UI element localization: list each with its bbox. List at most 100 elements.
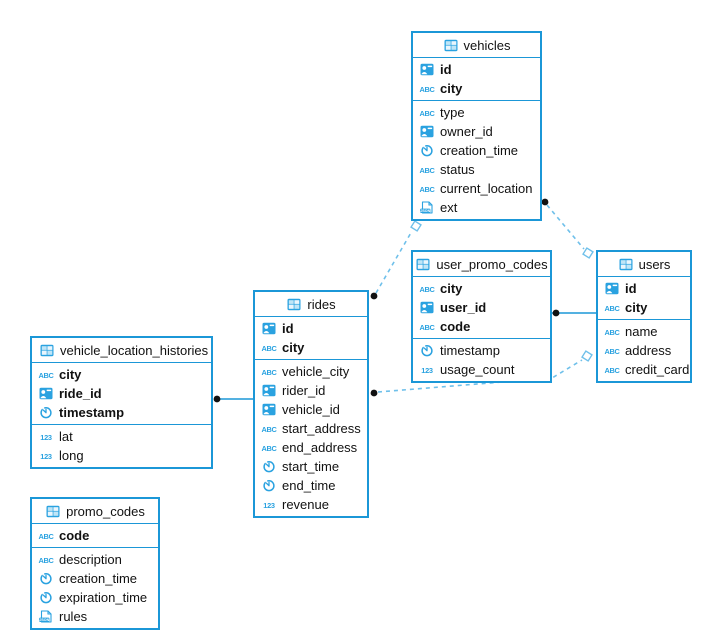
- column-name: id: [625, 281, 637, 296]
- abc-icon: [604, 325, 620, 338]
- clock-icon: [261, 460, 277, 473]
- table-title: user_promo_codes: [436, 256, 548, 272]
- table-icon: [618, 258, 634, 271]
- abc-icon: [419, 282, 435, 295]
- column-row: description: [32, 550, 158, 569]
- column-name: city: [59, 367, 82, 382]
- column-row: long: [32, 446, 211, 465]
- column-name: status: [440, 162, 475, 177]
- table-vehicle-location-histories[interactable]: vehicle_location_histories city ride_id …: [30, 336, 213, 469]
- column-row: city: [413, 279, 550, 298]
- column-row: timestamp: [413, 341, 550, 360]
- column-row: lat: [32, 427, 211, 446]
- column-name: description: [59, 552, 122, 567]
- column-row: id: [255, 319, 367, 338]
- column-name: user_id: [440, 300, 487, 315]
- column-name: id: [440, 62, 452, 77]
- connection-endpoint-dot: [552, 309, 560, 317]
- clock-icon: [419, 144, 435, 157]
- column-name: creation_time: [440, 143, 519, 158]
- column-row: credit_card: [598, 360, 690, 379]
- connection-vehicles-users: [546, 204, 585, 250]
- column-name: revenue: [282, 497, 329, 512]
- number-123-icon: [38, 449, 54, 462]
- table-header[interactable]: vehicles: [413, 33, 540, 58]
- table-icon: [39, 344, 55, 357]
- abc-icon: [419, 182, 435, 195]
- connection-endpoint-dot: [541, 198, 549, 206]
- table-icon: [415, 258, 431, 271]
- column-name: city: [625, 300, 648, 315]
- connection-endpoint-dot: [370, 389, 378, 397]
- column-row: status: [413, 160, 540, 179]
- table-header[interactable]: user_promo_codes: [413, 252, 550, 277]
- table-icon: [286, 298, 302, 311]
- person-id-icon: [419, 125, 435, 138]
- column-name: ext: [440, 200, 458, 215]
- column-row: usage_count: [413, 360, 550, 379]
- table-vehicles[interactable]: vehicles id city type owner_id creation_…: [411, 31, 542, 221]
- column-row: rules: [32, 607, 158, 626]
- abc-icon: [261, 422, 277, 435]
- column-name: lat: [59, 429, 73, 444]
- abc-icon: [261, 441, 277, 454]
- table-header[interactable]: promo_codes: [32, 499, 158, 524]
- table-rides[interactable]: rides id city vehicle_city rider_id vehi…: [253, 290, 369, 518]
- column-name: timestamp: [440, 343, 500, 358]
- column-name: owner_id: [440, 124, 493, 139]
- abc-icon: [604, 363, 620, 376]
- column-row: current_location: [413, 179, 540, 198]
- column-name: city: [440, 81, 463, 96]
- column-row: id: [413, 60, 540, 79]
- primary-key-section: id city: [255, 317, 367, 360]
- column-name: rider_id: [282, 383, 326, 398]
- table-title: rides: [307, 296, 336, 312]
- column-row: code: [32, 526, 158, 545]
- table-promo-codes[interactable]: promo_codes code description creation_ti…: [30, 497, 160, 630]
- column-row: name: [598, 322, 690, 341]
- table-users[interactable]: users id city name address credit_card: [596, 250, 692, 383]
- abc-icon: [604, 301, 620, 314]
- columns-section: name address credit_card: [598, 320, 690, 381]
- column-name: id: [282, 321, 294, 336]
- column-name: address: [625, 343, 672, 358]
- column-name: vehicle_id: [282, 402, 340, 417]
- column-row: rider_id: [255, 381, 367, 400]
- abc-icon: [38, 553, 54, 566]
- table-header[interactable]: rides: [255, 292, 367, 317]
- table-header[interactable]: vehicle_location_histories: [32, 338, 211, 363]
- person-id-icon: [261, 403, 277, 416]
- columns-section: vehicle_city rider_id vehicle_id start_a…: [255, 360, 367, 516]
- connection-endpoint-dot: [370, 292, 378, 300]
- column-name: ride_id: [59, 386, 102, 401]
- primary-key-section: city ride_id timestamp: [32, 363, 211, 425]
- column-row: timestamp: [32, 403, 211, 422]
- table-title: promo_codes: [66, 503, 145, 519]
- person-id-icon: [38, 387, 54, 400]
- table-user-promo-codes[interactable]: user_promo_codes city user_id code times…: [411, 250, 552, 383]
- column-row: owner_id: [413, 122, 540, 141]
- column-name: credit_card: [625, 362, 690, 377]
- abc-icon: [38, 368, 54, 381]
- column-name: type: [440, 105, 465, 120]
- columns-section: type owner_id creation_time status curre…: [413, 101, 540, 219]
- column-row: user_id: [413, 298, 550, 317]
- abc-icon: [419, 320, 435, 333]
- column-name: city: [440, 281, 463, 296]
- abc-icon: [419, 82, 435, 95]
- json-icon: [38, 610, 54, 623]
- column-row: city: [413, 79, 540, 98]
- abc-icon: [38, 529, 54, 542]
- table-header[interactable]: users: [598, 252, 690, 277]
- column-row: expiration_time: [32, 588, 158, 607]
- column-name: city: [282, 340, 305, 355]
- column-row: city: [32, 365, 211, 384]
- primary-key-section: id city: [413, 58, 540, 101]
- column-row: code: [413, 317, 550, 336]
- column-name: expiration_time: [59, 590, 148, 605]
- connection-endpoint-square: [581, 350, 593, 362]
- abc-icon: [261, 365, 277, 378]
- column-row: creation_time: [32, 569, 158, 588]
- column-name: timestamp: [59, 405, 125, 420]
